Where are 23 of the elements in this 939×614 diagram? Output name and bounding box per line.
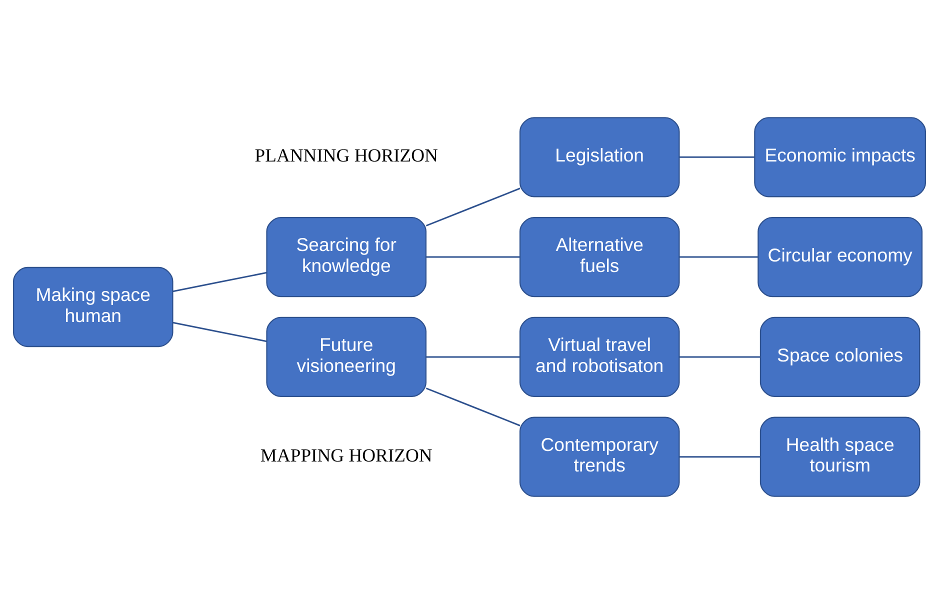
label: PLANNING HORIZON bbox=[254, 146, 438, 167]
label: MAPPING HORIZON bbox=[260, 445, 432, 466]
node-box: Future visioneering bbox=[266, 316, 427, 398]
node-box: Economic impacts bbox=[754, 117, 926, 198]
node-box: Space colonies bbox=[760, 316, 920, 398]
connector bbox=[172, 272, 267, 292]
connector bbox=[679, 456, 760, 458]
node-box: Contemporary trends bbox=[519, 416, 680, 497]
connector bbox=[172, 322, 267, 342]
node-box: Alternative fuels bbox=[519, 216, 680, 298]
connector bbox=[426, 256, 520, 258]
connector bbox=[426, 388, 520, 426]
connector bbox=[426, 356, 520, 358]
node-box: Making space human bbox=[12, 266, 174, 348]
connector bbox=[679, 256, 758, 258]
node-box: Searcing for knowledge bbox=[266, 216, 427, 298]
node-box: Circular economy bbox=[758, 216, 923, 298]
node-box: Health space tourism bbox=[760, 416, 920, 497]
connector bbox=[679, 356, 760, 358]
connector bbox=[426, 188, 520, 226]
connector bbox=[679, 156, 755, 158]
node-box: Virtual travel and robotisaton bbox=[519, 316, 680, 398]
node-box: Legislation bbox=[519, 117, 680, 198]
